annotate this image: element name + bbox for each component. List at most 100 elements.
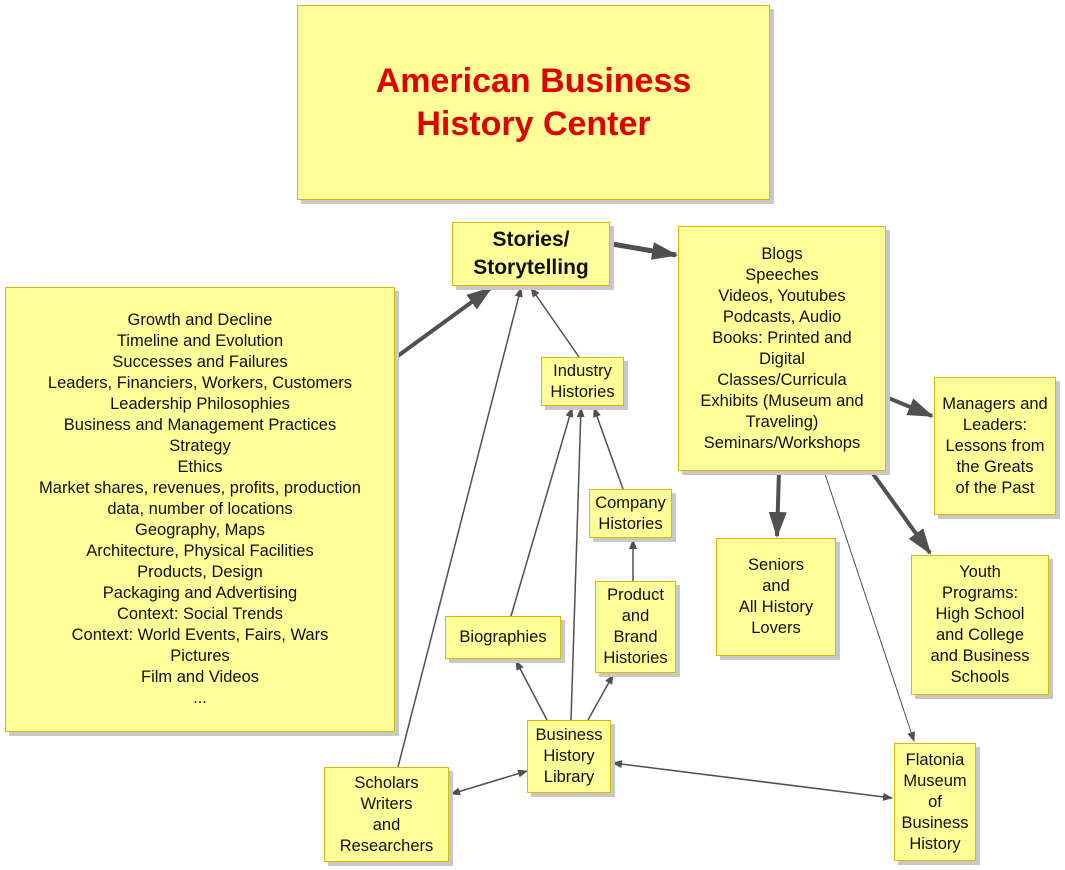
library-line: Library bbox=[543, 768, 595, 786]
library-line: Business bbox=[535, 726, 603, 744]
media-line: Speeches bbox=[745, 265, 819, 284]
topic-line: Architecture, Physical Facilities bbox=[86, 542, 314, 560]
scholars-line: Researchers bbox=[339, 836, 434, 855]
topic-line: Leadership Philosophies bbox=[110, 395, 290, 413]
flatonia-line: of bbox=[928, 792, 942, 811]
biographies-line: Biographies bbox=[459, 628, 547, 646]
biographies-node: Biographies bbox=[445, 616, 561, 659]
topic-line: Successes and Failures bbox=[112, 353, 288, 371]
arrow-library-to-product bbox=[587, 674, 614, 721]
managers-line: the Greats bbox=[956, 457, 1034, 476]
seniors-line: and bbox=[762, 577, 790, 595]
arrow-company-to-industry bbox=[593, 407, 624, 490]
topic-line: Ethics bbox=[177, 458, 223, 476]
media-line: Books: Printed and bbox=[712, 328, 852, 347]
topic-line: Packaging and Advertising bbox=[102, 584, 298, 602]
arrow-scholars-to-stories bbox=[397, 287, 523, 768]
topic-line: Growth and Decline bbox=[127, 311, 273, 329]
media-line: Videos, Youtubes bbox=[718, 286, 846, 305]
topic-line: Leaders, Financiers, Workers, Customers bbox=[47, 374, 353, 392]
title-line: American Business bbox=[375, 61, 692, 100]
industry-line: Industry bbox=[553, 361, 612, 380]
company-line: Histories bbox=[598, 514, 663, 533]
product-line: Product bbox=[607, 586, 664, 604]
youth-line: High School bbox=[935, 605, 1025, 623]
media-line: Classes/Curricula bbox=[717, 370, 847, 389]
topic-line: ... bbox=[193, 689, 207, 707]
industry-line: Histories bbox=[550, 382, 615, 401]
seniors-line: Seniors bbox=[748, 556, 804, 574]
topic-line: Context: World Events, Fairs, Wars bbox=[71, 626, 329, 644]
media-line: Traveling) bbox=[745, 412, 819, 431]
product-line: Histories bbox=[603, 649, 668, 667]
scholars-line: Writers bbox=[360, 794, 413, 813]
managers-line: Lessons from bbox=[945, 436, 1045, 455]
managers-line: Leaders: bbox=[962, 415, 1028, 434]
arrow-media-to-managers bbox=[885, 395, 934, 418]
arrow-media-to-flatonia bbox=[823, 470, 915, 742]
managers-line: Managers and bbox=[942, 394, 1048, 413]
topic-line: Film and Videos bbox=[140, 668, 259, 686]
seniors-line: All History bbox=[738, 598, 814, 616]
arrow-library-to-industry bbox=[570, 407, 585, 721]
product-line: and bbox=[621, 607, 650, 625]
product-line: Brand bbox=[613, 628, 658, 646]
library-line: History bbox=[543, 747, 595, 765]
topic-line: Context: Social Trends bbox=[117, 605, 283, 623]
stories-line: Storytelling bbox=[473, 256, 589, 279]
title-box: American Business History Center bbox=[297, 5, 770, 200]
flatonia-line: Museum bbox=[903, 771, 967, 790]
arrow-library-scholars bbox=[450, 769, 528, 796]
seniors-line: Lovers bbox=[751, 619, 801, 637]
youth-line: Schools bbox=[950, 668, 1010, 686]
media-line: Seminars/Workshops bbox=[703, 433, 861, 452]
flatonia-line: Flatonia bbox=[905, 750, 965, 769]
topic-line: data, number of locations bbox=[107, 500, 293, 518]
arrow-industry-to-stories bbox=[530, 287, 580, 358]
media-line: Digital bbox=[759, 349, 805, 368]
media-line: Exhibits (Museum and bbox=[700, 391, 864, 410]
arrow-media-to-seniors bbox=[768, 470, 787, 538]
arrow-biographies-to-industry bbox=[510, 407, 574, 617]
stories-line: Stories/ bbox=[492, 228, 570, 251]
flatonia-line: Business bbox=[901, 813, 969, 832]
youth-line: and College bbox=[935, 626, 1025, 644]
arrow-library-to-biographies bbox=[515, 660, 548, 721]
stories-node: Stories/ Storytelling bbox=[452, 222, 610, 286]
arrow-stories-to-media bbox=[611, 241, 678, 260]
title-line: History Center bbox=[416, 104, 651, 143]
managers-line: of the Past bbox=[955, 478, 1035, 497]
company-line: Company bbox=[595, 493, 666, 512]
youth-line: and Business bbox=[930, 647, 1030, 665]
topic-line: Products, Design bbox=[137, 563, 263, 581]
topic-line: Market shares, revenues, profits, produc… bbox=[39, 479, 361, 497]
topic-line: Timeline and Evolution bbox=[116, 332, 284, 350]
media-line: Blogs bbox=[761, 244, 803, 263]
arrow-media-to-youth bbox=[869, 469, 932, 555]
youth-line: Programs: bbox=[941, 584, 1019, 602]
media-line: Podcasts, Audio bbox=[722, 307, 842, 326]
topic-line: Strategy bbox=[169, 437, 231, 455]
youth-line: Youth bbox=[959, 563, 1001, 581]
topic-line: Pictures bbox=[170, 647, 230, 665]
flatonia-line: History bbox=[909, 834, 961, 853]
title-text: American Business History Center bbox=[376, 60, 692, 146]
arrow-topics-to-stories bbox=[393, 286, 493, 360]
topic-line: Geography, Maps bbox=[135, 521, 265, 539]
arrow-library-flatonia bbox=[612, 760, 893, 801]
scholars-line: and bbox=[372, 815, 401, 834]
topic-line: Business and Management Practices bbox=[63, 416, 337, 434]
scholars-line: Scholars bbox=[354, 773, 419, 792]
